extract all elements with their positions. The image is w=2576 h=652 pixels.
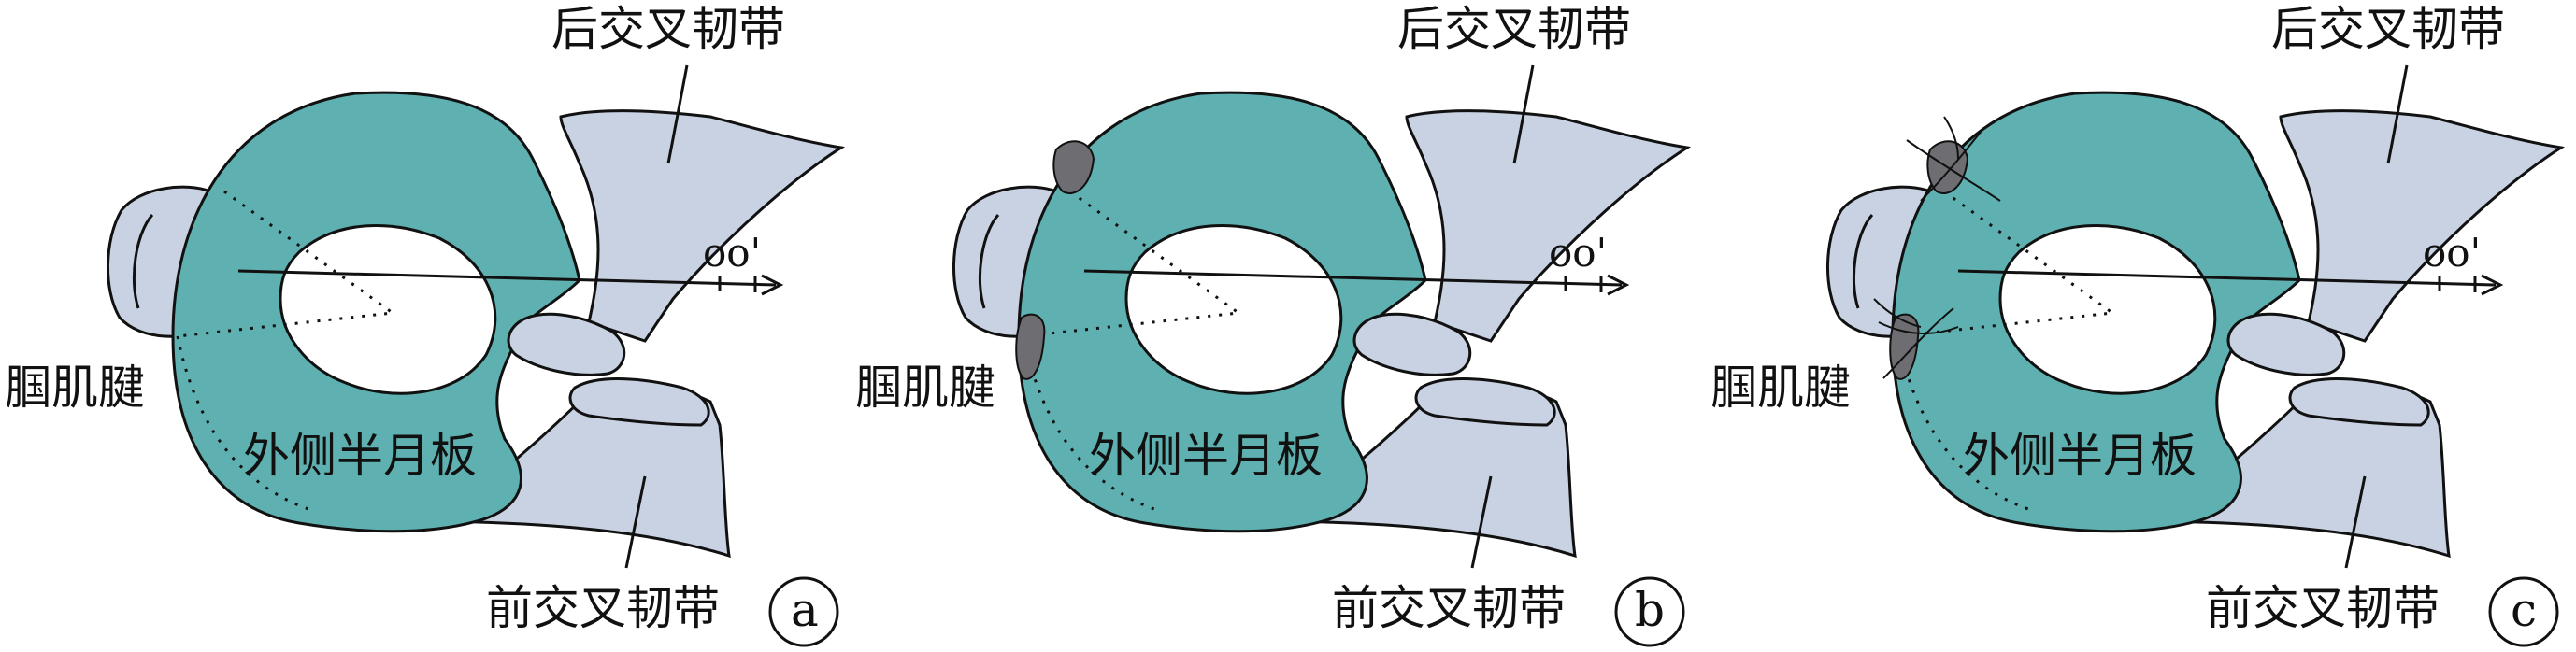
popliteus-label: 腘肌腱	[5, 361, 145, 415]
panel-c: 后交叉韧带 前交叉韧带 腘肌腱 外侧半月板 oo' c	[1710, 2, 2563, 647]
panel-letter: b	[1635, 583, 1665, 637]
popliteus-label: 腘肌腱	[855, 361, 995, 415]
panel-b: 后交叉韧带 前交叉韧带 腘肌腱 外侧半月板 oo' b	[855, 2, 1689, 647]
meniscus-label: 外侧半月板	[1089, 429, 1323, 483]
panel-letter: a	[791, 583, 819, 637]
axis-label: oo'	[2423, 230, 2481, 276]
panel-a: 后交叉韧带 前交叉韧带 腘肌腱 外侧半月板 oo' a	[5, 2, 843, 647]
pcl-label: 后交叉韧带	[2271, 2, 2505, 56]
acl-label: 前交叉韧带	[2206, 581, 2440, 635]
meniscus-label: 外侧半月板	[243, 429, 477, 483]
popliteus-label: 腘肌腱	[1710, 361, 1851, 415]
panel-letter: c	[2511, 583, 2537, 637]
pcl-label: 后交叉韧带	[551, 2, 785, 56]
pcl-label: 后交叉韧带	[1397, 2, 1631, 56]
axis-label: oo'	[703, 230, 761, 276]
meniscus-label: 外侧半月板	[1963, 429, 2197, 483]
axis-label: oo'	[1549, 230, 1607, 276]
acl-label: 前交叉韧带	[486, 581, 720, 635]
acl-label: 前交叉韧带	[1332, 581, 1566, 635]
